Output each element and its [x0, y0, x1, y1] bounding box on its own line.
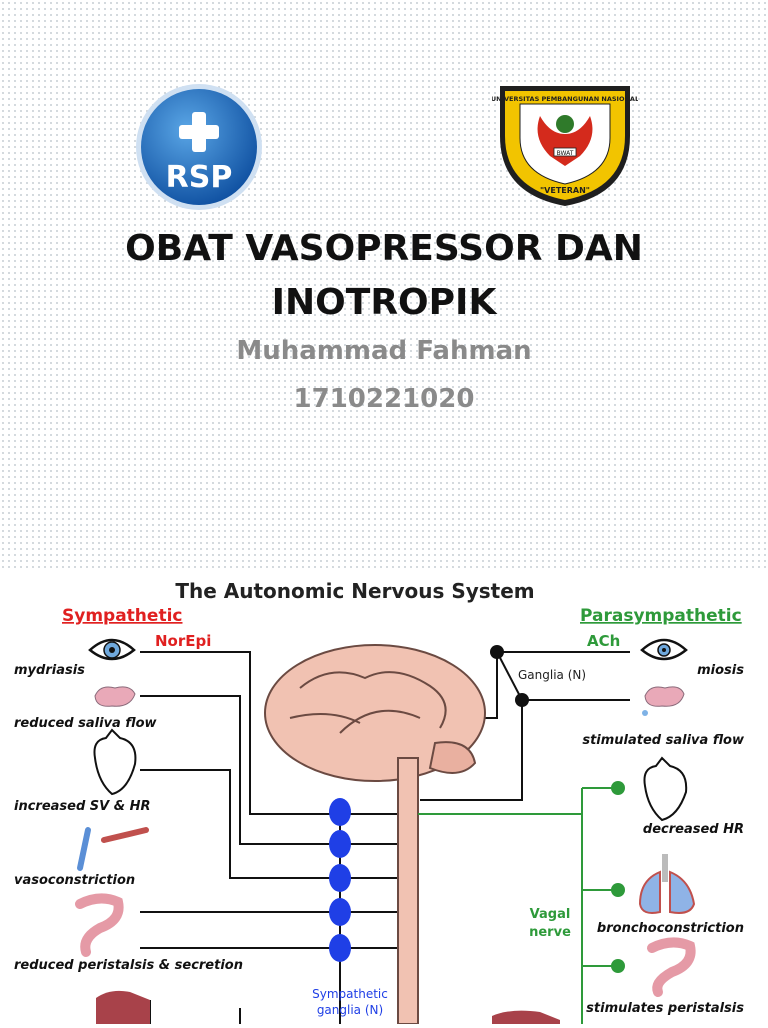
ach-label: ACh: [587, 632, 620, 650]
effect-stimulates-peristalsis: stimulates peristalsis: [586, 1001, 744, 1016]
ganglia-n-label: Ganglia (N): [518, 668, 586, 682]
stomach-icon: [647, 937, 696, 997]
salivary-gland-icon: [94, 686, 136, 707]
heart-icon: [93, 728, 137, 796]
effect-stimulated-saliva: stimulated saliva flow: [582, 733, 745, 748]
rsp-logo-text: RSP: [166, 160, 233, 195]
seal-top-text: UNIVERSITAS PEMBANGUNAN NASIONAL: [492, 95, 638, 103]
effect-reduced-peristalsis: reduced peristalsis & secretion: [14, 958, 243, 973]
diagram-title: The Autonomic Nervous System: [175, 579, 534, 603]
stomach-icon: [75, 893, 124, 957]
norepi-label: NorEpi: [155, 632, 211, 650]
sympathetic-ganglia-label-2: ganglia (N): [317, 1003, 383, 1017]
vagal-nerve-label-2: nerve: [529, 925, 571, 940]
upn-veteran-seal: BWAT UNIVERSITAS PEMBANGUNAN NASIONAL "V…: [492, 86, 638, 206]
saliva-drop-icon: [642, 710, 648, 716]
eye-icon: [88, 638, 136, 661]
liver-icon: [96, 990, 150, 1024]
salivary-gland-icon: [644, 686, 685, 707]
effect-reduced-saliva: reduced saliva flow: [14, 716, 158, 731]
title-line-1: OBAT VASOPRESSOR DAN: [125, 228, 643, 269]
rsp-logo: RSP: [136, 84, 262, 210]
liver-icon: [492, 1010, 560, 1024]
sympathetic-ganglia-chain: [329, 798, 351, 962]
slide-title: OBAT VASOPRESSOR DAN INOTROPIK: [0, 222, 768, 330]
blood-vessel-icon: [77, 827, 149, 871]
effect-vasoconstriction: vasoconstriction: [14, 873, 135, 888]
lungs-icon: [638, 854, 696, 914]
effect-miosis: miosis: [697, 663, 744, 678]
student-id: 1710221020: [293, 384, 475, 414]
effect-decreased-hr: decreased HR: [643, 822, 744, 837]
vagal-nerve-label-1: Vagal: [530, 907, 571, 922]
seal-center-text: BWAT: [557, 150, 574, 157]
ganglion-dot: [490, 645, 504, 659]
vagal-ganglia: [611, 781, 625, 973]
eye-icon: [640, 638, 688, 661]
sympathetic-ganglia-label-1: Sympathetic: [312, 987, 388, 1001]
parasympathetic-header: Parasympathetic: [580, 606, 742, 626]
title-line-2: INOTROPIK: [271, 282, 497, 323]
vagal-nerve-lines: [418, 787, 620, 1024]
effect-increased-sv-hr: increased SV & HR: [14, 799, 151, 814]
author-name: Muhammad Fahman: [236, 336, 532, 366]
heart-icon: [643, 756, 688, 822]
sympathetic-header: Sympathetic: [62, 606, 182, 626]
effect-mydriasis: mydriasis: [14, 663, 85, 678]
brain-illustration: [264, 644, 486, 1025]
title-slide: RSP BWAT UNIVERSITAS PEMBANGUNAN NASIONA…: [0, 84, 768, 414]
effect-bronchoconstriction: bronchoconstriction: [597, 921, 744, 936]
seal-bottom-text: "VETERAN": [540, 186, 590, 195]
ganglion-dot: [515, 693, 529, 707]
autonomic-nervous-system-diagram: The Autonomic Nervous System Sympathetic…: [0, 568, 768, 1025]
